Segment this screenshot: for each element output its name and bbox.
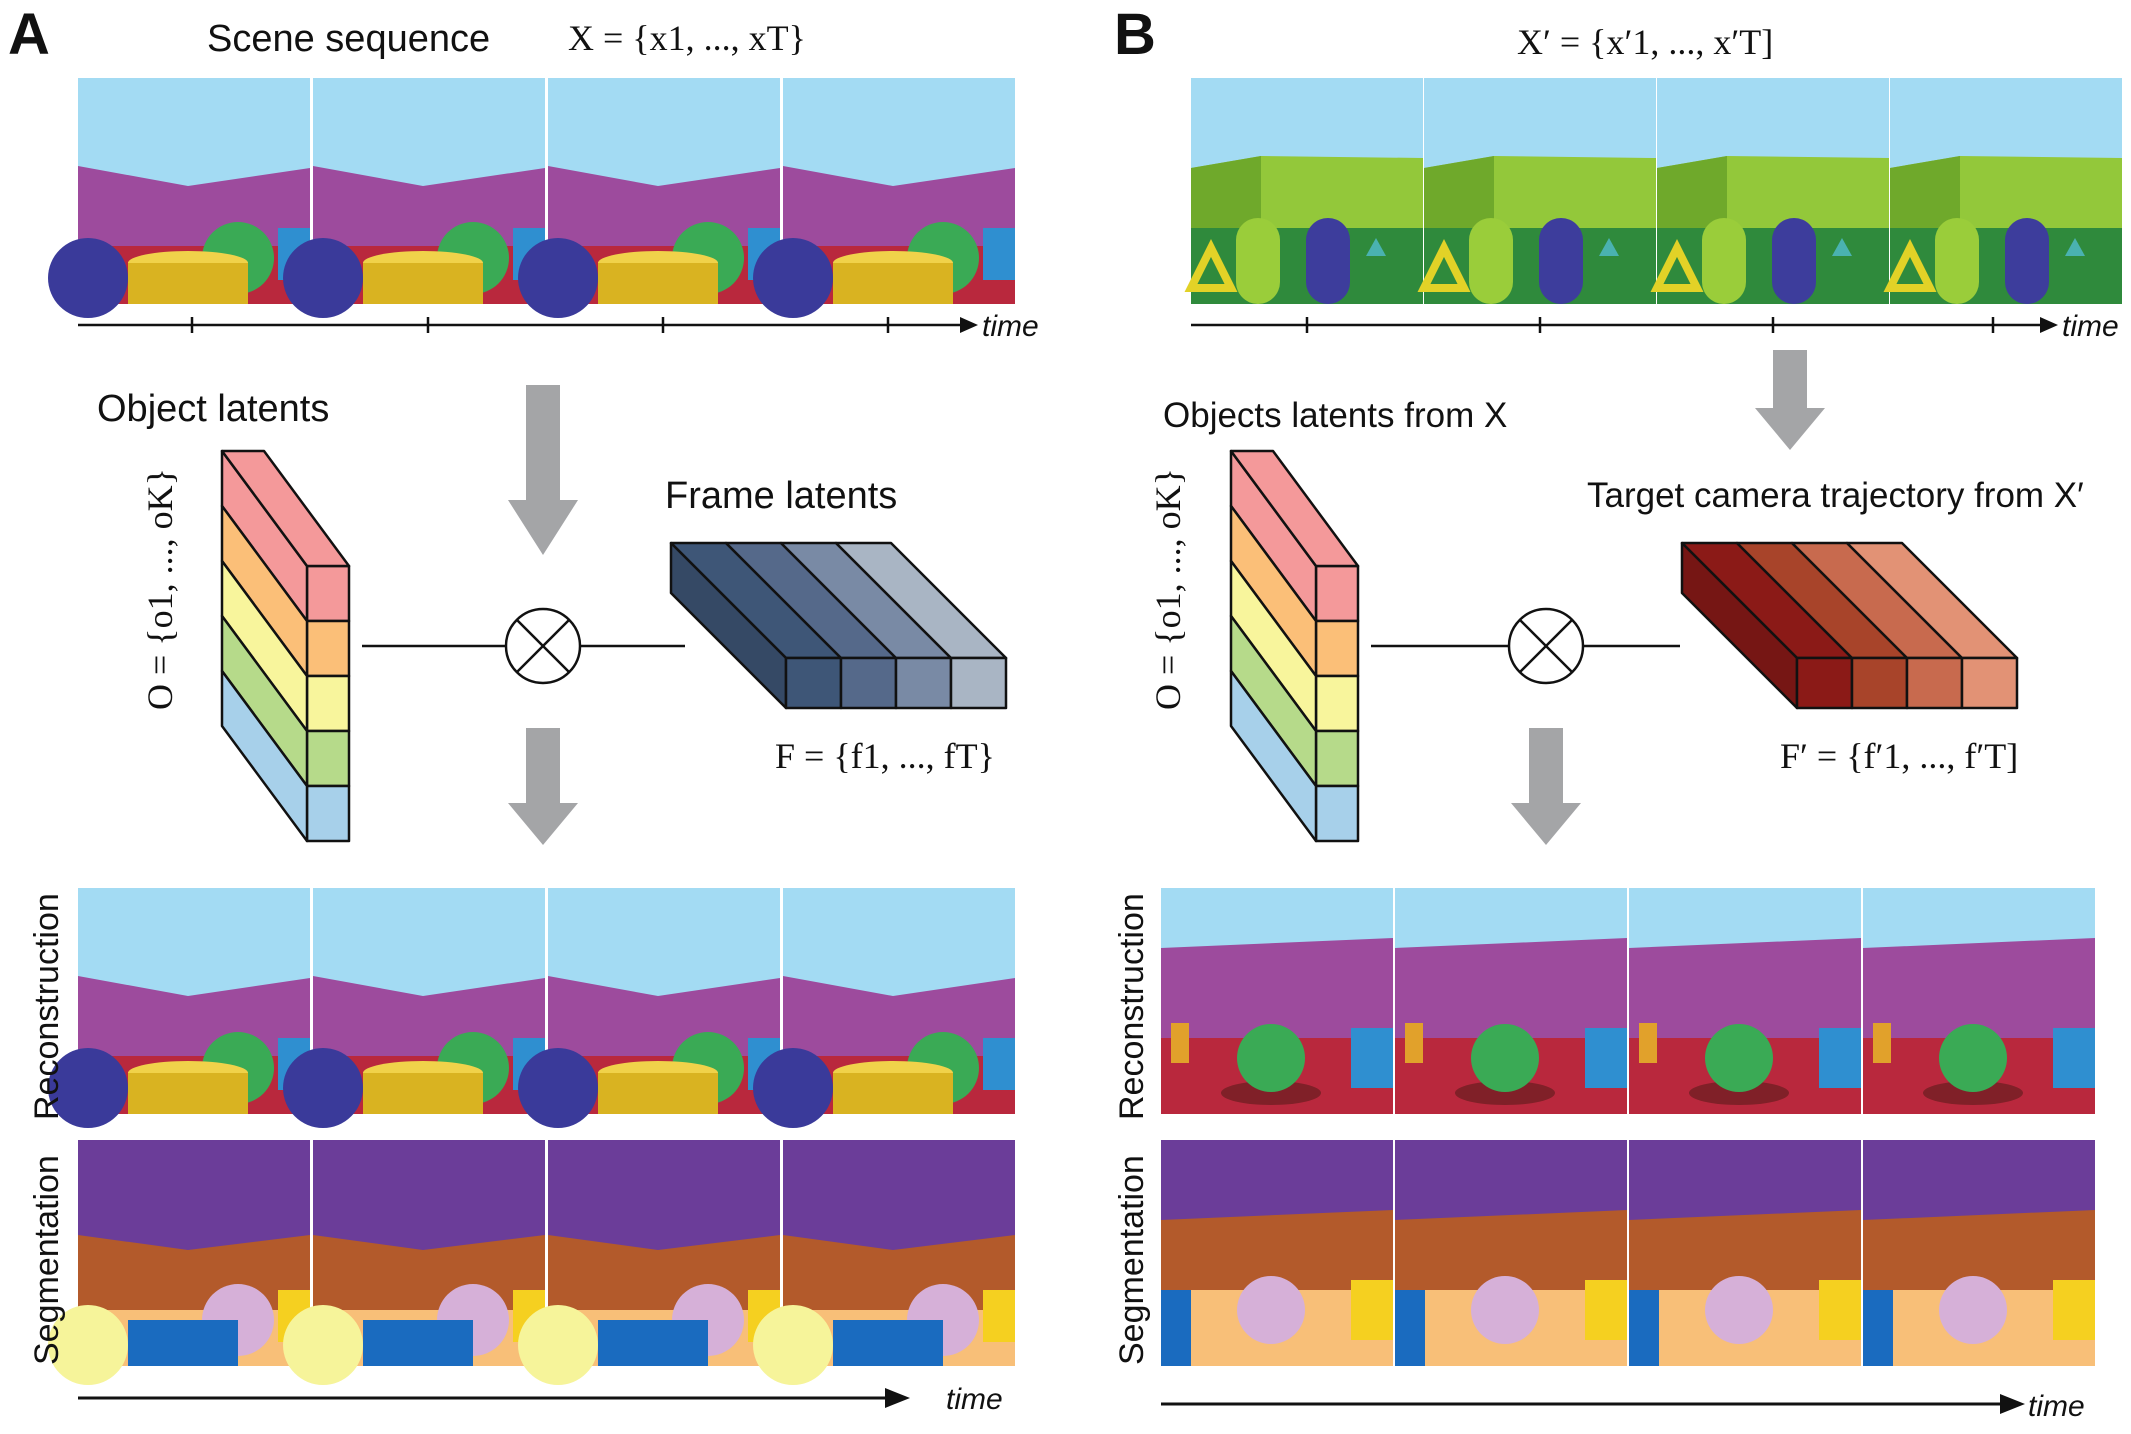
panel-a-object-latent-slot-side-5	[220, 669, 309, 843]
panel-b-objects-from-x-label: Objects latents from X	[1163, 396, 1508, 435]
panel-b-object-latent-slot-front-2	[1314, 619, 1360, 678]
panel-b-object-latents-block	[1229, 449, 1360, 843]
panel-b-timeline-top	[1191, 317, 2058, 333]
panel-a-frame-4	[753, 78, 1015, 318]
panel-a-reconstruction-strip	[48, 888, 1015, 1128]
panel-b-object-latent-slot-front-1	[1314, 564, 1360, 623]
panel-a-o-formula: O = {o1, ..., oK}	[140, 468, 180, 710]
panel-b-frame-latent-slot-front-3	[1905, 656, 1964, 710]
panel-a-frame-1	[48, 78, 310, 318]
panel-a-scene-formula: X = {x1, ..., xT}	[568, 18, 806, 58]
panel-b-time-bottom-label: time	[2028, 1390, 2085, 1423]
panel-b-f-formula: F′ = {f′1, ..., f′T]	[1780, 736, 2019, 776]
panel-a-object-latents-block	[220, 449, 351, 843]
panel-a-letter: A	[8, 2, 50, 67]
panel-a-frame-latents-block	[669, 541, 1008, 710]
panel-b-o-formula: O = {o1, ..., oK}	[1148, 468, 1188, 710]
panel-b-timeline-bottom	[1161, 1394, 2025, 1414]
panel-b-reconstruction-strip	[1161, 888, 2095, 1114]
panel-a-reconstruction-label: Reconstruction	[28, 893, 66, 1120]
panel-a-frame-latent-slot-front-4	[949, 656, 1008, 710]
panel-a-object-latent-slot-front-4	[305, 729, 351, 788]
panel-b-arrow-down-lower	[1511, 728, 1581, 845]
panel-a-frame-latent-slot-front-2	[839, 656, 898, 710]
panel-b-scene-formula: X′ = {x′1, ..., x′T]	[1517, 22, 1774, 62]
panel-b-letter: B	[1114, 2, 1156, 67]
panel-a-object-latent-slot-front-1	[305, 564, 351, 623]
panel-b-object-latent-slot-front-5	[1314, 784, 1360, 843]
panel-b-object-latent-slot-front-3	[1314, 674, 1360, 733]
panel-a-frame-latents-label: Frame latents	[665, 475, 898, 517]
panel-a-frame-latent-slot-front-1	[784, 656, 843, 710]
panel-b-frame-latent-slot-front-4	[1960, 656, 2019, 710]
panel-a-segmentation-label: Segmentation	[28, 1155, 66, 1365]
panel-a-object-latent-slot-front-2	[305, 619, 351, 678]
panel-a-product-connector	[362, 607, 685, 685]
panel-b-frame-latent-slot-front-1	[1795, 656, 1854, 710]
panel-a-frame-3	[518, 78, 780, 318]
panel-a-timeline-top	[78, 317, 978, 333]
panel-a-arrow-down-lower	[508, 728, 578, 845]
panel-a-segmentation-strip	[48, 1140, 1015, 1385]
panel-a-object-latent-slot-front-5	[305, 784, 351, 843]
panel-a-object-latent-top-face	[220, 449, 351, 568]
panel-b-scene-strip	[1191, 78, 2122, 304]
panel-b-segmentation-strip	[1161, 1140, 2095, 1366]
panel-b-reconstruction-label: Reconstruction	[1113, 893, 1151, 1120]
panel-a-arrow-down-upper	[508, 385, 578, 555]
panel-b-time-top-label: time	[2062, 310, 2119, 343]
panel-a-frame-latent-slot-front-3	[894, 656, 953, 710]
panel-b-arrow-down-upper	[1755, 350, 1825, 450]
panel-a-scene-title: Scene sequence	[207, 18, 491, 60]
panel-b-object-latent-slot-front-4	[1314, 729, 1360, 788]
panel-a-f-formula: F = {f1, ..., fT}	[775, 736, 995, 776]
panel-b-segmentation-label: Segmentation	[1113, 1155, 1151, 1365]
panel-b-product-connector	[1371, 607, 1680, 685]
panel-a-scene-strip	[48, 78, 1015, 318]
panel-b-object-latent-top-face	[1229, 449, 1360, 568]
panel-a-object-latents-label: Object latents	[97, 388, 330, 430]
panel-b-object-latent-slot-side-5	[1229, 669, 1318, 843]
panel-a-frame-2	[283, 78, 545, 318]
panel-b-frame-latents-block	[1680, 541, 2019, 710]
panel-a-time-top-label: time	[982, 310, 1039, 343]
panel-a-time-bottom-label: time	[946, 1383, 1003, 1416]
panel-a-object-latent-slot-front-3	[305, 674, 351, 733]
panel-b-frame-latent-slot-front-2	[1850, 656, 1909, 710]
panel-b-target-camera-label: Target camera trajectory from X′	[1587, 476, 2084, 515]
panel-a-timeline-bottom	[78, 1388, 910, 1408]
